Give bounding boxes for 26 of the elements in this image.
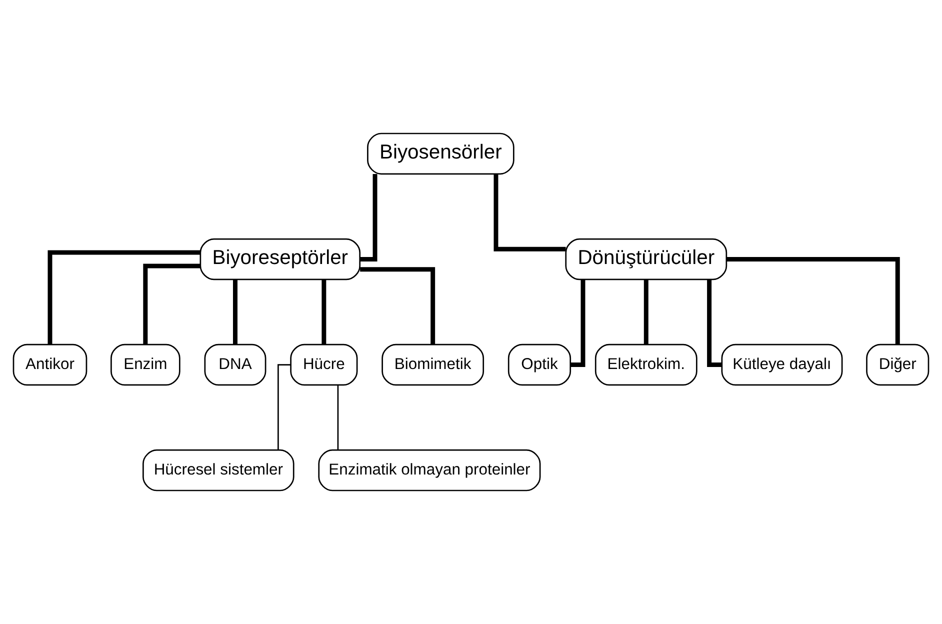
connector	[644, 280, 648, 344]
node-box: Biyoreseptörler	[200, 238, 361, 280]
connector	[143, 264, 200, 344]
connector	[233, 280, 238, 344]
connector	[570, 280, 586, 367]
node-box: Hücresel sistemler	[142, 449, 294, 492]
node-box: Hücre	[290, 344, 358, 386]
node-box: Optik	[508, 344, 572, 386]
connector	[707, 280, 722, 367]
node-box: DNA	[204, 344, 266, 386]
node-box: Enzimatik olmayan proteinler	[318, 449, 541, 492]
node-box: Biyosensörler	[367, 132, 514, 175]
connector	[360, 267, 436, 345]
node-box: Antikor	[12, 344, 88, 386]
node-box: Diğer	[866, 344, 930, 386]
node-box: Kütleye dayalı	[721, 344, 843, 386]
node-box: Enzim	[110, 344, 180, 386]
connector	[726, 257, 900, 344]
connector	[337, 385, 339, 450]
node-box: Elektrokim.	[594, 344, 698, 386]
node-box: Biomimetik	[382, 344, 484, 386]
connector	[48, 250, 200, 344]
connector	[322, 280, 326, 344]
connector	[494, 174, 566, 252]
connector	[360, 174, 378, 262]
node-box: Dönüştürücüler	[565, 238, 728, 280]
